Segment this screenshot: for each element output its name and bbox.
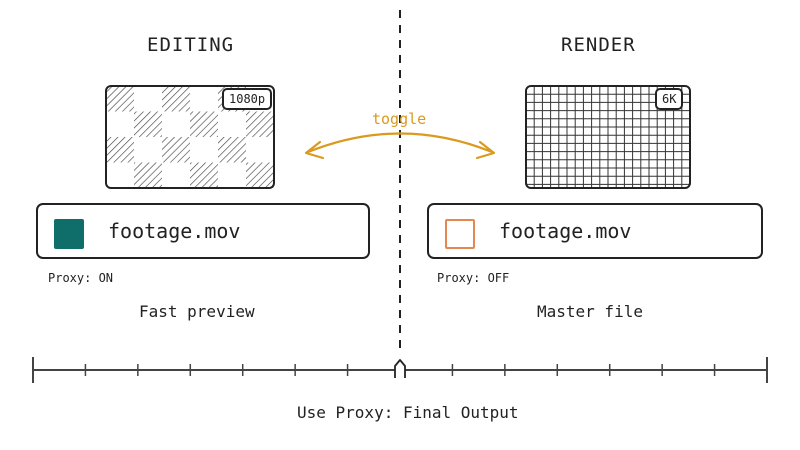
render-caption: Master file	[537, 302, 643, 321]
editing-proxy-status: Proxy: ON	[48, 271, 114, 285]
proxy-file-icon	[54, 219, 84, 249]
checker-cell	[162, 137, 190, 163]
master-file-icon	[445, 219, 475, 249]
checker-cell	[106, 137, 134, 163]
master-grid-thumbnail	[525, 85, 691, 189]
editing-file-name: footage.mov	[108, 219, 241, 243]
render-file-name: footage.mov	[499, 219, 632, 243]
proxy-checkerboard-thumbnail	[105, 85, 275, 189]
checker-cell	[106, 86, 134, 112]
checker-cell	[134, 162, 162, 188]
editing-heading: EDITING	[147, 34, 235, 56]
checker-cell	[190, 162, 218, 188]
render-file-card[interactable]: footage.mov	[427, 203, 763, 259]
timeline	[32, 357, 768, 383]
checker-cell	[246, 111, 274, 137]
checker-cell	[190, 111, 218, 137]
editing-resolution-badge: 1080p	[222, 88, 273, 110]
toggle-arrow	[304, 132, 496, 160]
render-heading: RENDER	[561, 34, 636, 56]
toggle-label: toggle	[372, 110, 427, 128]
checker-cell	[246, 162, 274, 188]
render-resolution-badge: 6K	[655, 88, 684, 110]
editing-caption: Fast preview	[139, 302, 255, 321]
checker-cell	[218, 137, 246, 163]
timeline-label: Use Proxy: Final Output	[297, 403, 519, 422]
checker-cell	[134, 111, 162, 137]
checker-cell	[162, 86, 190, 112]
editing-file-card[interactable]: footage.mov	[36, 203, 370, 259]
render-proxy-status: Proxy: OFF	[437, 271, 510, 285]
timeline-marker[interactable]	[394, 359, 406, 378]
